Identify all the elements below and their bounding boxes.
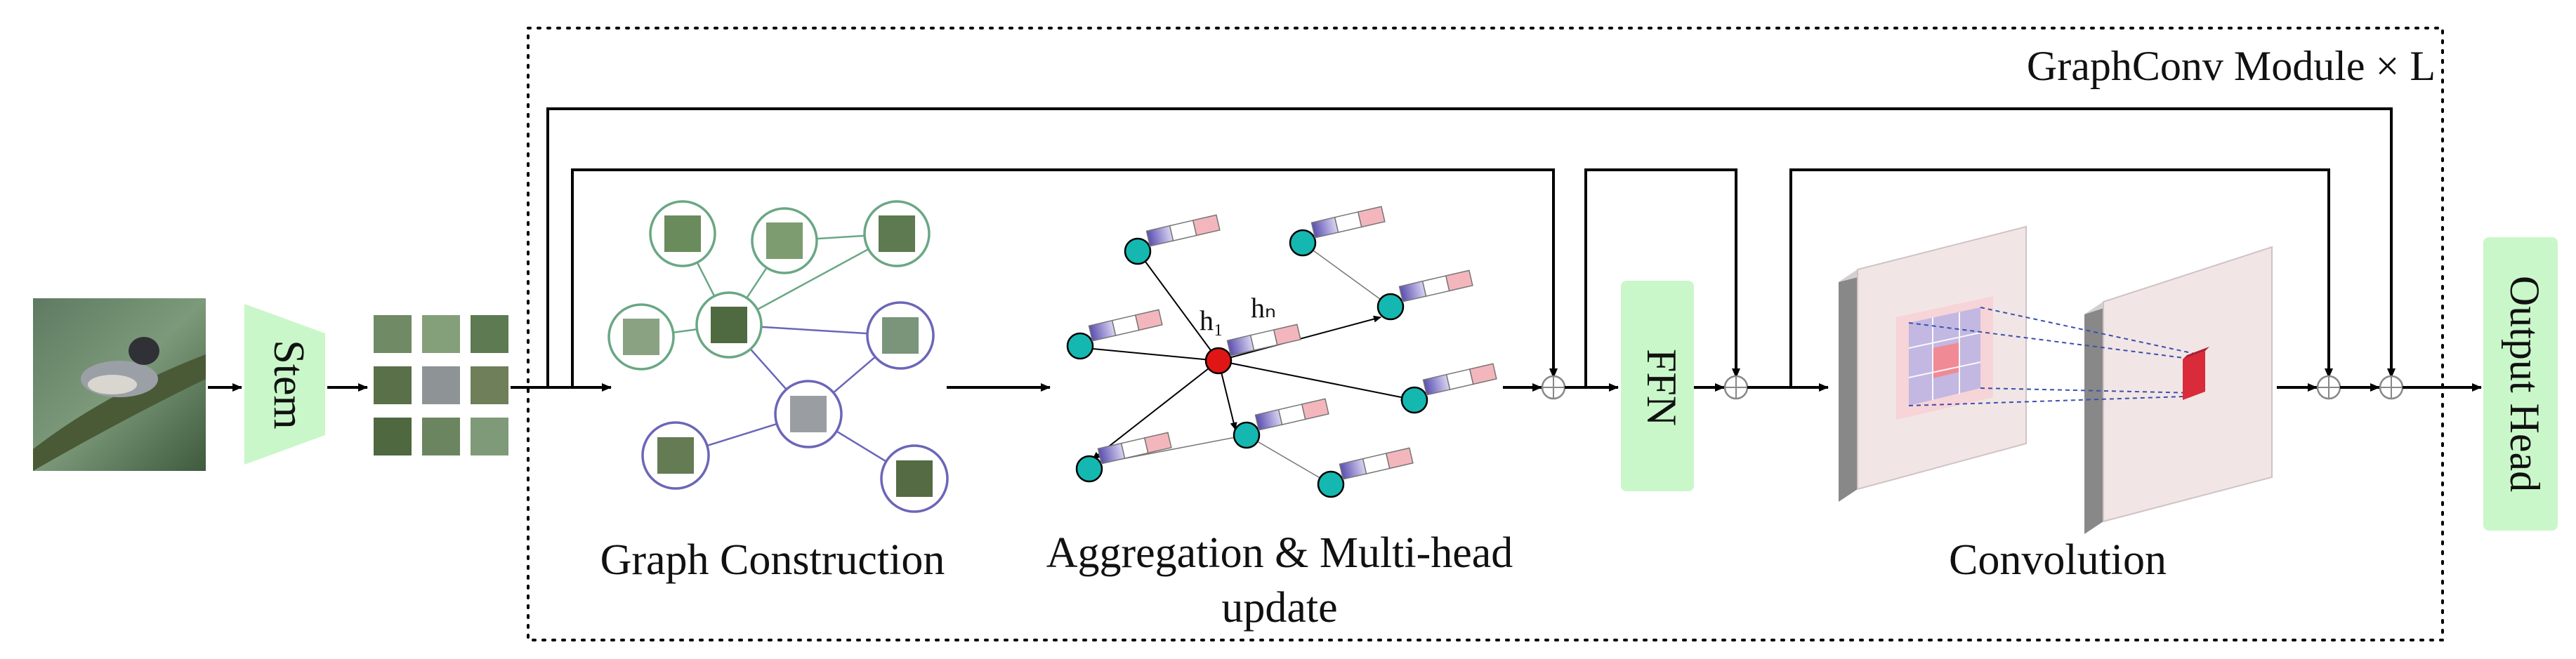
- skip-conv: [1789, 168, 2333, 387]
- skip-ffn: [1584, 168, 1740, 387]
- module-title: GraphConv Module × L: [2027, 43, 2436, 89]
- aggregation-label-line2: update: [1221, 584, 1337, 632]
- graph-construction-label: Graph Construction: [600, 536, 945, 584]
- skip-outer: [546, 107, 2396, 387]
- convolution-label: Convolution: [1949, 536, 2167, 584]
- add-node-1: [1541, 375, 1566, 400]
- head-label-n: hₙ: [1251, 292, 1276, 324]
- center-node: [1204, 347, 1233, 375]
- image-patches: [374, 315, 508, 455]
- graphconv-module-border: [527, 27, 2444, 641]
- ffn-block: FFN: [1621, 281, 1694, 491]
- graph-construction: [607, 200, 949, 513]
- convolution-block: [1839, 225, 2273, 534]
- output-head-label: Output Head: [2502, 276, 2548, 492]
- stem-label: Stem: [265, 340, 313, 429]
- aggregation-label-line1: Aggregation & Multi-head: [1046, 529, 1513, 577]
- head-label-1: h₁: [1200, 305, 1223, 336]
- input-image: [33, 298, 206, 471]
- feature-vectors: [1088, 206, 1497, 480]
- stem-block: Stem: [244, 304, 325, 465]
- output-head-block: Output Head: [2483, 237, 2558, 531]
- add-node-4: [2379, 375, 2404, 400]
- add-node-3: [2316, 375, 2341, 400]
- skip-inner: [571, 168, 1558, 387]
- aggregation-graph: h₁ hₙ: [1066, 206, 1497, 498]
- ffn-label: FFN: [1638, 349, 1685, 426]
- add-node-2: [1723, 375, 1749, 400]
